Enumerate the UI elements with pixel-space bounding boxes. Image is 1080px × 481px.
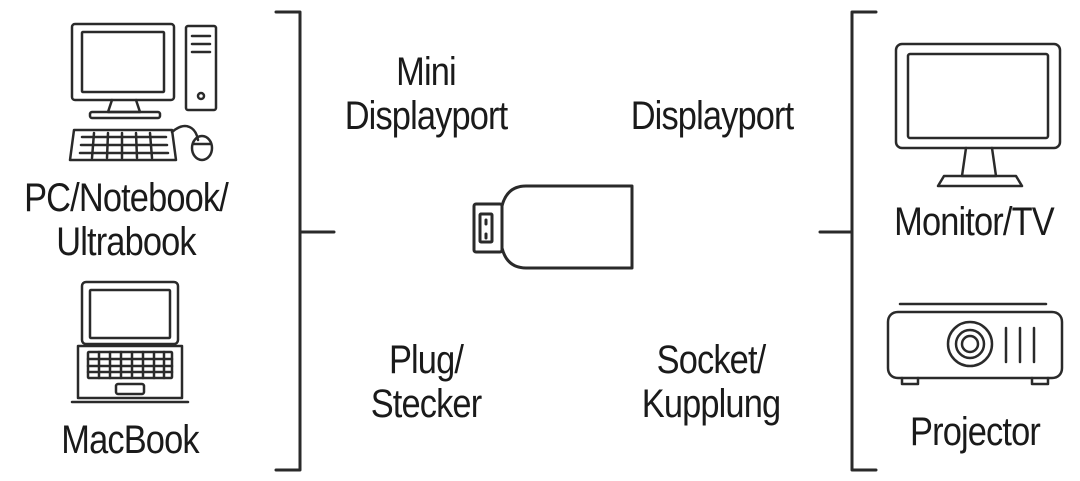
mini-displayport-line-1: Mini	[396, 50, 456, 94]
mini-displayport-label: Mini Displayport	[323, 50, 529, 138]
socket-kupplung-label: Socket/ Kupplung	[612, 338, 810, 426]
macbook-label: MacBook	[35, 418, 224, 462]
pc-notebook-ultrabook-label: PC/Notebook/ Ultrabook	[12, 176, 239, 264]
monitor-tv-icon	[894, 42, 1062, 188]
macbook-label-text: MacBook	[61, 418, 199, 462]
plug-label-line-2: Stecker	[370, 382, 482, 426]
socket-label-line-2: Kupplung	[641, 382, 781, 426]
socket-label-line-1: Socket/	[656, 338, 767, 382]
displayport-label-text: Displayport	[630, 94, 794, 138]
plug-label-line-1: Plug/	[388, 338, 464, 382]
desktop-pc-icon	[68, 22, 218, 162]
projector-icon	[886, 302, 1064, 386]
plug-stecker-label: Plug/ Stecker	[331, 338, 520, 426]
pc-label-line-1: PC/Notebook/	[24, 176, 229, 220]
left-bracket	[274, 10, 336, 472]
projector-label: Projector	[885, 410, 1066, 454]
macbook-icon	[70, 280, 190, 404]
projector-label-text: Projector	[910, 410, 1041, 454]
adapter-icon	[472, 184, 634, 270]
monitor-tv-label: Monitor/TV	[878, 200, 1071, 244]
mini-displayport-line-2: Displayport	[344, 94, 508, 138]
displayport-label: Displayport	[609, 94, 815, 138]
monitor-tv-label-text: Monitor/TV	[894, 200, 1054, 244]
pc-label-line-2: Ultrabook	[56, 220, 196, 264]
right-bracket	[818, 10, 878, 472]
